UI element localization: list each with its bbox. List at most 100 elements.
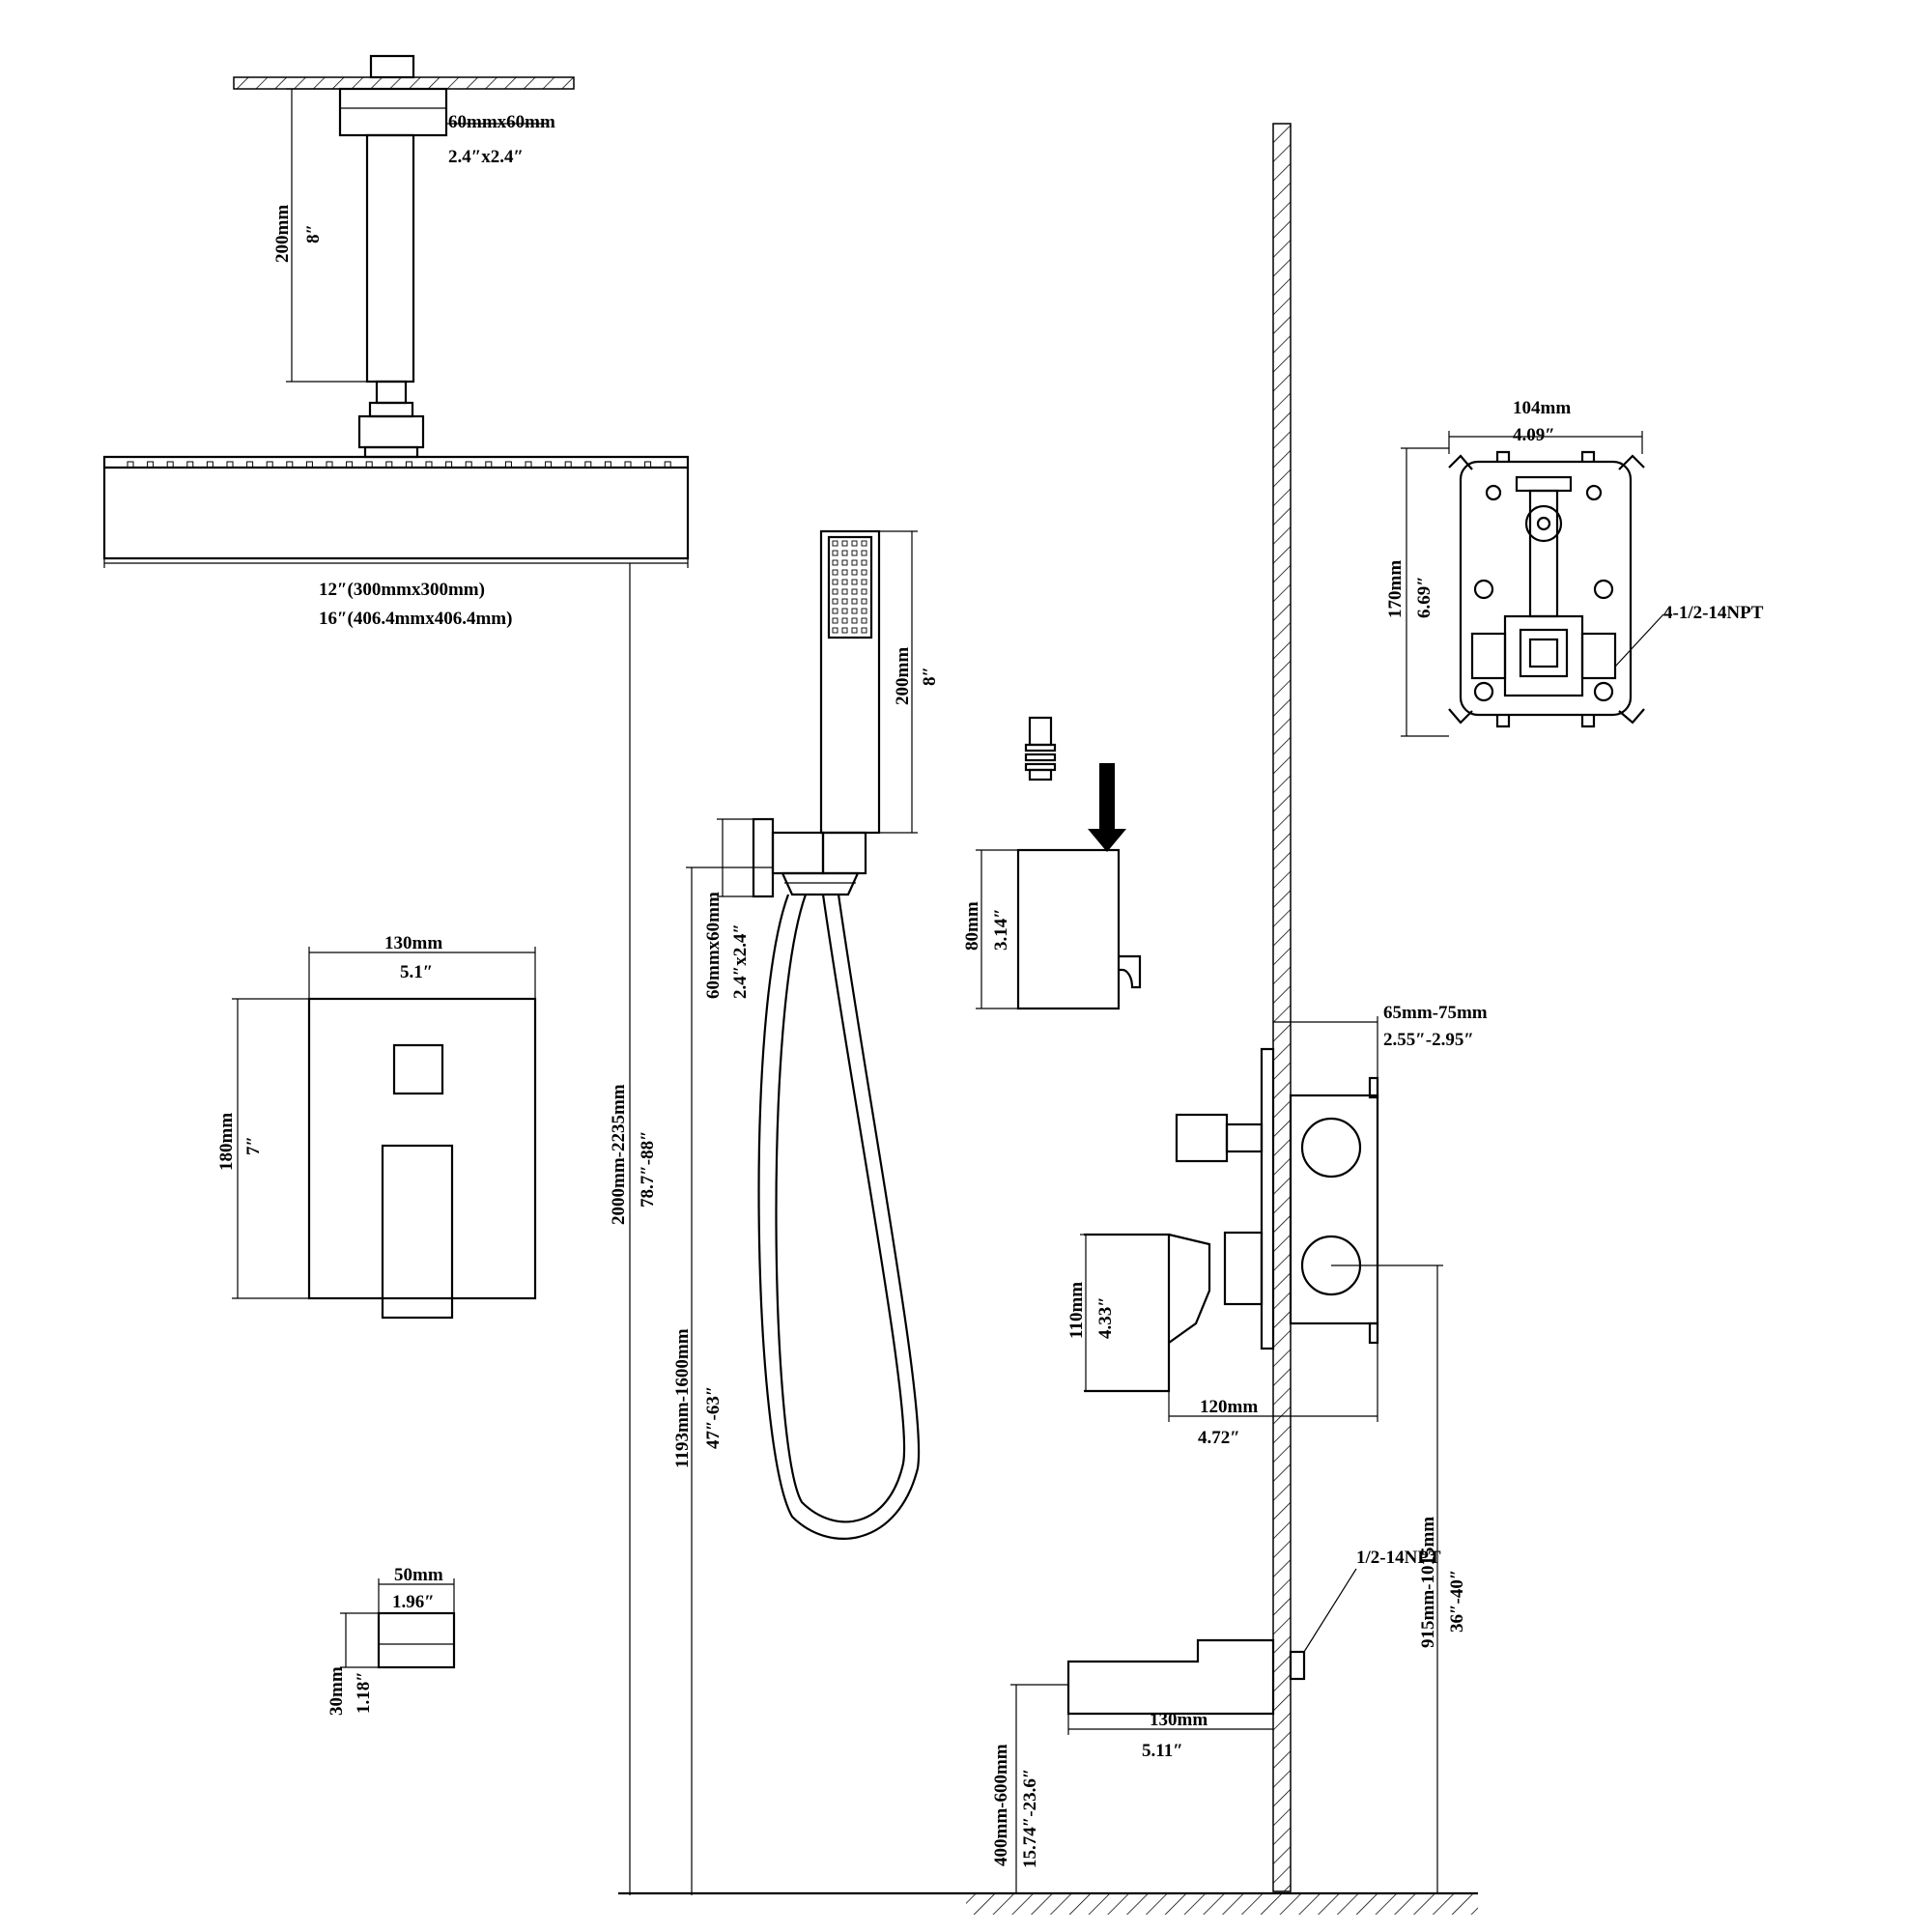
hand-nozzle (841, 617, 848, 624)
hand-shower-group (686, 529, 921, 1895)
nozzle (246, 461, 254, 469)
spout-length-mm: 130mm (1150, 1710, 1208, 1730)
nozzle (305, 461, 313, 469)
nozzle (186, 461, 194, 469)
tub-spout (1066, 1638, 1275, 1716)
nozzle (664, 461, 671, 469)
lever-length-mm: 120mm (1200, 1397, 1258, 1417)
hand-nozzle (861, 540, 867, 547)
hand-nozzle (861, 627, 867, 634)
hand-nozzle (841, 588, 848, 595)
rough-valve-frame (1459, 460, 1633, 717)
elbow-size-in: 2.4″x2.4″ (730, 923, 751, 999)
hand-nozzle (832, 617, 838, 624)
wall (1272, 123, 1292, 1892)
hand-shower-height-in: 47″-63″ (703, 1386, 724, 1449)
hand-nozzle (861, 550, 867, 556)
hand-shower-length-mm: 200mm (893, 647, 913, 705)
ceiling-arm-group (233, 54, 575, 459)
hand-nozzle (851, 569, 858, 576)
inlet-thread: 1/2-14NPT (1356, 1548, 1441, 1568)
nozzle (385, 461, 393, 469)
trim-plate-group (232, 947, 537, 1320)
hand-nozzle (861, 579, 867, 585)
hand-nozzle (832, 579, 838, 585)
hand-nozzle (832, 627, 838, 634)
trim-height-in: 7″ (243, 1136, 264, 1155)
valve-body-side (1289, 1094, 1379, 1325)
nozzle (326, 461, 333, 469)
trim-width-mm: 130mm (384, 933, 442, 953)
lever-height-in: 4.33″ (1095, 1296, 1116, 1339)
arm-size-mm: 60mmx60mm (448, 112, 555, 132)
trim-plate (307, 997, 537, 1300)
spout-height-in: 15.74″-23.6″ (1020, 1769, 1040, 1868)
arm-size-in: 2.4″x2.4″ (448, 147, 524, 167)
shower-head-group (102, 455, 690, 568)
valve-thread: 4-1/2-14NPT (1663, 603, 1764, 623)
holder-height-mm: 80mm (962, 901, 982, 951)
nozzle (624, 461, 632, 469)
spout-height-mm: 400mm-600mm (991, 1744, 1011, 1866)
spout-length-in: 5.11″ (1142, 1741, 1183, 1761)
floor (966, 1893, 1478, 1915)
shower-head-size-16: 16″(406.4mmx406.4mm) (319, 609, 512, 629)
trim-height-mm: 180mm (216, 1113, 237, 1171)
valve-width-in: 4.09″ (1513, 425, 1555, 445)
lever-length-in: 4.72″ (1198, 1428, 1240, 1448)
lever-height-mm: 110mm (1066, 1282, 1087, 1339)
hand-nozzle (832, 598, 838, 605)
valve-depth-mm: 65mm-75mm (1383, 1003, 1488, 1023)
lever-handle-side (1084, 1233, 1171, 1393)
hand-nozzle (832, 559, 838, 566)
hand-nozzle (851, 559, 858, 566)
valve-depth-in: 2.55″-2.95″ (1383, 1030, 1474, 1050)
down-arrow-icon (1088, 763, 1126, 852)
valve-install-height-mm: 915mm-1015mm (1418, 1517, 1438, 1648)
hand-nozzle (832, 540, 838, 547)
head-height-mm: 2000mm-2235mm (609, 1084, 629, 1225)
shower-arm (365, 133, 415, 384)
handle-height-in: 1.18″ (354, 1671, 374, 1714)
nozzle (485, 461, 493, 469)
valve-height-in: 6.69″ (1414, 576, 1435, 618)
hand-shower-nozzles (832, 540, 867, 634)
hand-nozzle (861, 559, 867, 566)
hand-nozzle (861, 608, 867, 614)
valve-install-height-in: 36″-40″ (1447, 1570, 1467, 1633)
nozzle (545, 461, 553, 469)
hand-nozzle (841, 550, 848, 556)
hand-nozzle (851, 598, 858, 605)
nozzle (166, 461, 174, 469)
nozzle (147, 461, 155, 469)
nozzle (644, 461, 652, 469)
hand-nozzle (851, 579, 858, 585)
handle-width-mm: 50mm (394, 1565, 443, 1585)
diverter-knob (392, 1043, 444, 1095)
hand-nozzle (841, 540, 848, 547)
hand-nozzle (851, 550, 858, 556)
shower-head-nozzles (127, 461, 671, 469)
hand-nozzle (841, 579, 848, 585)
handle-width-in: 1.96″ (392, 1592, 435, 1612)
hand-nozzle (861, 617, 867, 624)
hand-nozzle (841, 569, 848, 576)
hand-nozzle (841, 627, 848, 634)
arm-length-in: 8″ (303, 224, 324, 243)
hand-nozzle (861, 588, 867, 595)
hand-nozzle (832, 588, 838, 595)
wall-group (618, 123, 1478, 1915)
nozzle (206, 461, 213, 469)
valve-width-mm: 104mm (1513, 398, 1571, 418)
trim-width-in: 5.1″ (400, 962, 433, 982)
hand-nozzle (851, 588, 858, 595)
valve-height-mm: 170mm (1385, 560, 1406, 618)
nozzle (504, 461, 512, 469)
ceiling-hatch (233, 76, 575, 90)
hand-nozzle (861, 598, 867, 605)
hand-shower-length-in: 8″ (920, 667, 940, 686)
elbow-size-mm: 60mmx60mm (703, 892, 724, 999)
hand-nozzle (832, 608, 838, 614)
lever-handle-front (381, 1144, 454, 1320)
